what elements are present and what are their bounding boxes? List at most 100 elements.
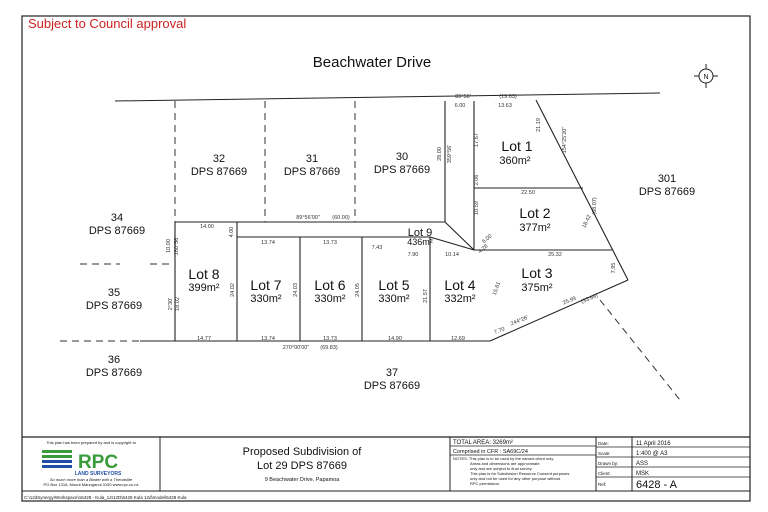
- rpc-logo-sub: LAND SURVEYORS: [75, 471, 122, 477]
- comprised-in: Comprised in CFR : SA69C/24: [453, 449, 528, 455]
- note-line-6: RPC permission.: [470, 481, 500, 486]
- file-path: C:\12dSynergy\Workspace\16428 - Kula_14\…: [24, 495, 187, 500]
- note-line-3: only and are subject to final survey.: [470, 466, 532, 471]
- dim-25-32: 25.32: [548, 252, 562, 258]
- neighbour-34-dps: DPS 87669: [89, 225, 145, 237]
- dim-7-95: 7.95: [611, 263, 617, 274]
- neighbour-30-dps: DPS 87669: [374, 164, 430, 176]
- client-label: Client:: [598, 471, 611, 476]
- dim-10-59: 10.59: [474, 201, 480, 215]
- dim-21-57: 21.57: [423, 289, 429, 303]
- dim-14-77: 14.77: [197, 336, 211, 342]
- dim-6-00: 6.00: [481, 233, 493, 244]
- dim-top-total: (19.63): [499, 94, 517, 100]
- dim-top-bearing: 89°56': [455, 94, 471, 100]
- lot-7-area: 330m²: [250, 293, 282, 305]
- lot-5-area: 330m²: [378, 293, 410, 305]
- lot-4-name: Lot 4: [444, 277, 475, 293]
- lot-4-area: 332m²: [444, 293, 476, 305]
- note-line-1: NOTES: This plan is to be used by the na…: [453, 456, 554, 461]
- dimension-labels: 89°56' (19.63) 6.00 13.63 89°56'00" (60.…: [166, 94, 617, 351]
- lot-2-name: Lot 2: [519, 205, 550, 221]
- neighbour-37-num: 37: [386, 367, 398, 379]
- dim-22-50: 22.50: [521, 190, 535, 196]
- dim-28-00: 28.00: [437, 147, 443, 161]
- prepared-text: This plan has been prepared by and is co…: [46, 440, 137, 445]
- dim-mid-total: (60.00): [332, 215, 350, 221]
- road-boundary: [114, 92, 661, 102]
- lot-1-name: Lot 1: [501, 138, 532, 154]
- approval-note: Subject to Council approval: [28, 16, 187, 31]
- drawn-label: Drawn by:: [598, 461, 618, 466]
- dim-24-05: 24.05: [355, 283, 361, 297]
- lot-3-name: Lot 3: [521, 265, 552, 281]
- scale-label: Scale:: [598, 451, 611, 456]
- lot-1-area: 360m²: [499, 155, 531, 167]
- neighbour-34-num: 34: [111, 212, 123, 224]
- note-line-5: only and not be used for any other purpo…: [470, 476, 561, 481]
- dim-7-90: 7.90: [408, 252, 419, 258]
- dim-10-14: 10.14: [445, 252, 459, 258]
- dim-68-07: (68.07): [592, 197, 598, 215]
- dim-top-a: 6.00: [455, 103, 466, 109]
- neighbour-30-num: 30: [396, 151, 408, 163]
- neighbour-31-dps: DPS 87669: [284, 166, 340, 178]
- rpc-logo: RPC LAND SURVEYORS: [42, 450, 122, 477]
- dim-13-73-bottom: 13.73: [323, 336, 337, 342]
- plan-frame: [21, 15, 751, 502]
- lot-8-name: Lot 8: [188, 266, 219, 282]
- lot-6-name: Lot 6: [314, 277, 345, 293]
- neighbour-35-num: 35: [108, 287, 120, 299]
- rpc-address: PO Box 1316, Mount Maunganui 3150 www.rp…: [44, 482, 139, 487]
- lot-3-area: 375m²: [521, 282, 553, 294]
- ref-label: Ref:: [598, 482, 606, 487]
- lot-labels: Lot 1 360m² Lot 2 377m² Lot 3 375m² Lot …: [188, 138, 553, 305]
- dim-mid-bearing: 89°56'00": [296, 215, 320, 221]
- total-area: TOTAL AREA: 3269m²: [453, 440, 513, 446]
- note-line-4: This plan is for Subdivision Resource Co…: [470, 471, 569, 476]
- dim-13-74-top: 13.74: [261, 240, 275, 246]
- neighbour-32-num: 32: [213, 153, 225, 165]
- dim-7-70: 7.70: [494, 326, 506, 336]
- dim-33-69: (33.69): [580, 293, 599, 305]
- dim-bottom-bearing: 270°00'00": [283, 345, 310, 351]
- drawn-value: ASS: [636, 461, 648, 467]
- dim-13-74-bottom: 13.74: [261, 336, 275, 342]
- neighbour-301-num: 301: [658, 173, 676, 185]
- neighbour-36-dps: DPS 87669: [86, 367, 142, 379]
- lot-9-area: 436m²: [407, 237, 433, 247]
- dim-4-28: 4.28: [477, 243, 489, 254]
- dim-24-03: 24.03: [293, 283, 299, 297]
- dim-2-06: 2.06: [474, 175, 480, 186]
- lot-2-area: 377m²: [519, 222, 551, 234]
- lot-5-name: Lot 5: [378, 277, 409, 293]
- dim-180: 180°56': [174, 237, 180, 256]
- rpc-logo-text: RPC: [78, 452, 118, 473]
- dim-13-73-top: 13.73: [323, 240, 337, 246]
- dim-25-99: 25.99: [562, 296, 577, 307]
- neighbour-301-dps: DPS 87669: [639, 186, 695, 198]
- date-label: Date:: [598, 441, 609, 446]
- dim-18-02: 18.02: [175, 297, 181, 311]
- dim-14-00: 14.00: [200, 224, 214, 230]
- neighbour-32-dps: DPS 87669: [191, 166, 247, 178]
- ref-value: 6428 - A: [636, 479, 678, 491]
- north-label: N: [703, 74, 708, 81]
- dim-2-30: 2°30': [168, 298, 174, 310]
- road-name: Beachwater Drive: [313, 54, 431, 71]
- plan-subtitle: 9 Beachwater Drive, Papamoa: [265, 477, 341, 483]
- plan-title-line2: Lot 29 DPS 87669: [257, 460, 347, 472]
- scale-value: 1:400 @ A3: [636, 451, 668, 457]
- neighbour-36-num: 36: [108, 354, 120, 366]
- neighbour-37-dps: DPS 87669: [364, 380, 420, 392]
- dim-17-67: 17.67: [474, 133, 480, 147]
- dim-bottom-total: (69.83): [320, 345, 338, 351]
- dim-21-19: 21.19: [536, 118, 542, 132]
- lot-6-area: 330m²: [314, 293, 346, 305]
- dim-154: 154°25'20": [562, 127, 568, 154]
- dim-15-61: 15.61: [492, 281, 502, 296]
- plan-title-line1: Proposed Subdivision of: [243, 446, 363, 458]
- neighbour-31-num: 31: [306, 153, 318, 165]
- neighbour-boundaries: [60, 101, 681, 401]
